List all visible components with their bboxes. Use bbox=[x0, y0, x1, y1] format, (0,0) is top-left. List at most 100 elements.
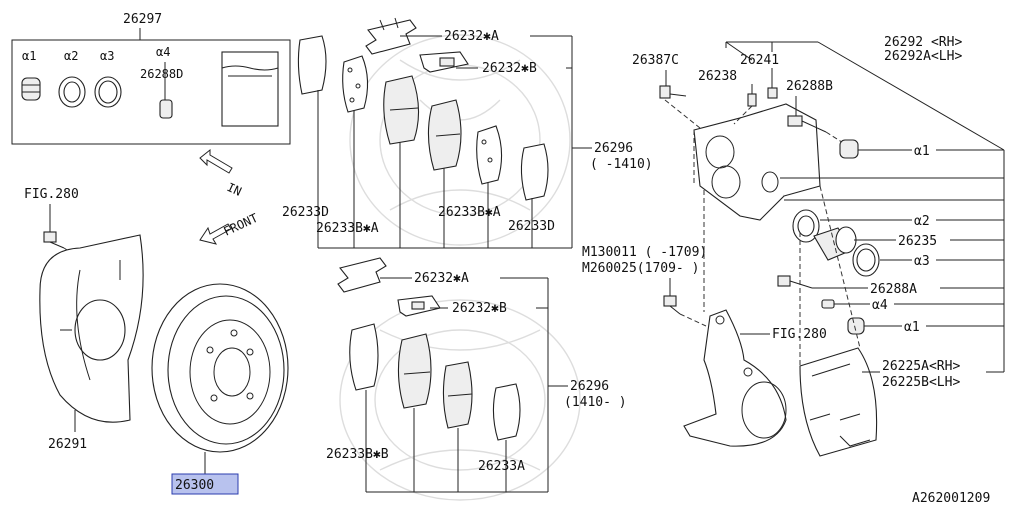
part-26288a-callout[interactable]: 26288A bbox=[870, 282, 1004, 297]
bolt-m130011-callout[interactable]: M130011 ( -1709) M260025(1709- ) bbox=[582, 245, 707, 296]
part-a2-right-callout[interactable]: α2 bbox=[914, 214, 1004, 229]
label-26225b-lh: 26225B<LH> bbox=[882, 375, 960, 390]
shim-26233ba-upper-icon bbox=[342, 55, 369, 113]
label-a3-right: α3 bbox=[914, 254, 930, 269]
svg-text:FRONT: FRONT bbox=[221, 211, 260, 239]
grease-pack-icon bbox=[221, 51, 279, 127]
part-26296-lower-callout[interactable]: 26296 (1410- ) bbox=[548, 379, 627, 410]
assembly-dash-lines bbox=[693, 130, 861, 366]
label-26241: 26241 bbox=[740, 53, 779, 68]
kit-26297-callout[interactable]: 26297 bbox=[123, 12, 162, 40]
part-26291-callout[interactable]: 26291 bbox=[48, 410, 87, 452]
label-26233a-lower: 26233A bbox=[478, 459, 525, 474]
label-26233ba-upper2: 26233B✱A bbox=[438, 205, 501, 220]
label-26233bb-lower: 26233B✱B bbox=[326, 447, 389, 462]
label-26233d-upper: 26233D bbox=[282, 205, 329, 220]
label-26292-rh: 26292 <RH> bbox=[884, 35, 962, 50]
label-26232b-lower: 26232✱B bbox=[452, 301, 507, 316]
part-a1-right2-callout[interactable]: α1 bbox=[904, 320, 1004, 335]
part-26233bb-lower-callout[interactable]: 26233B✱B bbox=[326, 447, 389, 462]
label-26238: 26238 bbox=[698, 69, 737, 84]
highlight-26300 bbox=[171, 473, 239, 495]
fig280-left-callout[interactable]: FIG.280 bbox=[24, 187, 79, 232]
label-a3-top: α3 bbox=[100, 49, 114, 63]
label-26296-lower: 26296 bbox=[570, 379, 609, 394]
label-m130011: M130011 ( -1709) bbox=[582, 245, 707, 260]
kit-26297-box bbox=[11, 39, 291, 145]
part-26235-callout[interactable]: 26235 bbox=[898, 234, 1004, 249]
seal-a2-icon bbox=[58, 76, 86, 108]
label-26296-lower-range: (1410- ) bbox=[564, 395, 627, 410]
label-26292a-lh: 26292A<LH> bbox=[884, 49, 962, 64]
part-26296-upper-callout[interactable]: 26296 ( -1410) bbox=[572, 141, 653, 172]
leader-top-diag1 bbox=[725, 41, 753, 61]
pin-26288b-icon bbox=[787, 115, 849, 147]
part-a4-right-callout[interactable]: α4 bbox=[872, 298, 1004, 313]
label-26291: 26291 bbox=[48, 437, 87, 452]
shim-26233ba-upper2-icon bbox=[476, 125, 503, 185]
label-26232a-lower: 26232✱A bbox=[414, 271, 469, 286]
label-26288a: 26288A bbox=[870, 282, 917, 297]
part-26233d-upper-callout[interactable]: 26233D bbox=[282, 205, 329, 220]
part-26241-callout[interactable]: 26241 bbox=[740, 53, 779, 88]
seal-a3-icon bbox=[94, 76, 122, 108]
label-m260025: M260025(1709- ) bbox=[582, 261, 699, 276]
part-26232b-upper-callout[interactable]: 26232✱B bbox=[456, 61, 572, 76]
shim-26233a-lower-icon bbox=[492, 383, 521, 441]
clip-26232b-lower-icon bbox=[397, 295, 441, 317]
label-26288b: 26288B bbox=[786, 79, 833, 94]
upper-set-leaders bbox=[317, 90, 572, 249]
label-a1-top: α1 bbox=[22, 49, 36, 63]
backing-plate-26291 bbox=[39, 234, 144, 423]
clip-26232a-lower-icon bbox=[337, 257, 387, 293]
pin-26288a-icon bbox=[777, 275, 868, 289]
pad-outer-upper-icon bbox=[383, 75, 420, 145]
part-26232b-lower-callout[interactable]: 26232✱B bbox=[430, 301, 548, 316]
part-26238-callout[interactable]: 26238 bbox=[698, 69, 753, 94]
caliper-bracket-26225-icon bbox=[799, 347, 878, 457]
label-26296-upper: 26296 bbox=[594, 141, 633, 156]
direction-front-arrow: FRONT bbox=[199, 211, 260, 245]
clip-26232b-upper-icon bbox=[419, 51, 469, 73]
shim-26233d-upper-icon bbox=[297, 35, 327, 95]
sleeve-a4-icon bbox=[159, 62, 173, 119]
part-26387c-callout[interactable]: 26387C bbox=[632, 53, 679, 86]
label-26225a-rh: 26225A<RH> bbox=[882, 359, 960, 374]
boot-a1-icon bbox=[21, 77, 41, 101]
part-26300-callout[interactable]: 26300 bbox=[171, 452, 239, 495]
label-fig280-left: FIG.280 bbox=[24, 187, 79, 202]
pad-inner-lower-icon bbox=[442, 361, 473, 429]
part-26225-callout[interactable]: 26225A<RH> 26225B<LH> bbox=[862, 359, 960, 390]
seal-a3-right-icon bbox=[852, 243, 912, 277]
svg-text:IN: IN bbox=[225, 180, 244, 199]
part-26292-callout[interactable]: 26292 <RH> 26292A<LH> bbox=[817, 35, 1005, 151]
label-26296-upper-range: ( -1410) bbox=[590, 157, 653, 172]
fig280-right-callout[interactable]: FIG.280 bbox=[740, 327, 827, 342]
label-fig280-right: FIG.280 bbox=[772, 327, 827, 342]
lower-set-leaders bbox=[365, 390, 548, 493]
sleeve-a4-right-icon bbox=[821, 299, 870, 309]
part-26232a-upper-callout[interactable]: 26232✱A bbox=[400, 29, 572, 44]
piston-26235-icon bbox=[813, 226, 896, 261]
part-26233ba-upper2-callout[interactable]: 26233B✱A bbox=[438, 205, 501, 220]
part-26233ba-upper-callout[interactable]: 26233B✱A bbox=[316, 221, 379, 236]
part-26233d-upper2-callout[interactable]: 26233D bbox=[508, 219, 555, 234]
label-a2-right: α2 bbox=[914, 214, 930, 229]
part-26232a-lower-callout[interactable]: 26232✱A bbox=[380, 271, 548, 286]
label-a4-right: α4 bbox=[872, 298, 888, 313]
label-26288D: 26288D bbox=[140, 67, 183, 81]
part-a1-right-callout[interactable]: α1 bbox=[914, 144, 1004, 159]
part-26233a-lower-callout[interactable]: 26233A bbox=[478, 459, 525, 474]
shim-26233bb-lower-icon bbox=[349, 323, 379, 391]
bolt-m130011-icon bbox=[663, 295, 707, 327]
brake-rotor-26300 bbox=[151, 283, 289, 453]
caliper-body-icon bbox=[693, 103, 821, 221]
label-26233d-upper2: 26233D bbox=[508, 219, 555, 234]
clip-26232a-upper-icon bbox=[365, 17, 417, 55]
label-26232b-upper: 26232✱B bbox=[482, 61, 537, 76]
label-26300: 26300 bbox=[175, 478, 214, 493]
steering-knuckle-icon bbox=[683, 309, 787, 447]
direction-in-arrow: IN bbox=[199, 148, 244, 199]
part-26288b-callout[interactable]: 26288B bbox=[786, 79, 833, 116]
part-a3-right-callout[interactable]: α3 bbox=[914, 254, 1004, 269]
